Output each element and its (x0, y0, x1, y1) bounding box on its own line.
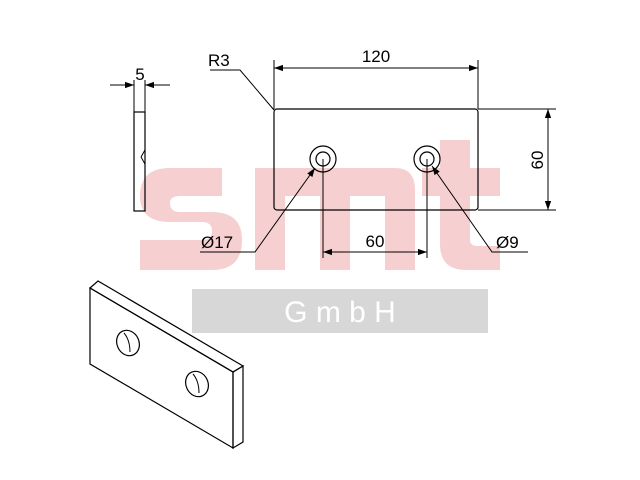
counterbore-label: Ø17 (201, 233, 233, 252)
radius-label: R3 (208, 51, 230, 70)
counterbore-leader (200, 167, 316, 253)
side-view-outline (133, 111, 146, 212)
iso-hole-left (116, 329, 140, 357)
height-label: 60 (528, 151, 547, 170)
watermark-letter-s (140, 168, 242, 270)
plate-outline (273, 108, 479, 211)
watermark-company-text: G m b H (284, 296, 396, 329)
front-view: 120 60 60 R3 Ø17 Ø9 (200, 47, 556, 258)
length-label: 120 (362, 47, 390, 66)
watermark-band (192, 289, 488, 333)
radius-leader (210, 69, 275, 111)
side-view-inner-line-1 (140, 149, 146, 158)
iso-side-face (232, 364, 244, 450)
hole-label: Ø9 (496, 233, 519, 252)
watermark-logo (140, 140, 500, 270)
watermark-letter-t (422, 140, 500, 270)
watermark-letter-m (255, 168, 415, 270)
side-view-inner-line-2 (140, 156, 146, 165)
hole-leader (431, 165, 528, 253)
isometric-view (88, 280, 245, 450)
iso-hole-right-bore (192, 373, 200, 394)
iso-hole-right (185, 370, 209, 398)
thickness-label: 5 (135, 65, 144, 84)
iso-hole-left-bore (123, 332, 131, 353)
side-view: 5 (110, 65, 170, 212)
spacing-label: 60 (366, 232, 385, 251)
